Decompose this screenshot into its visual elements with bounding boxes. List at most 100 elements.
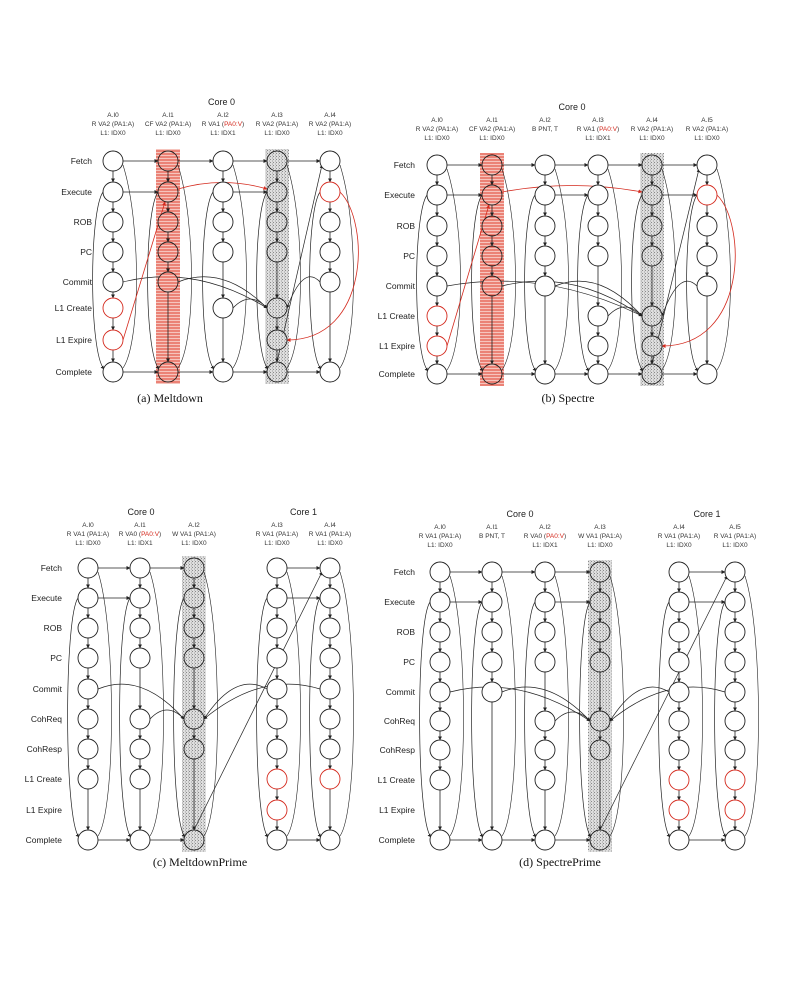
edge-dependency bbox=[658, 601, 671, 838]
event-node bbox=[319, 271, 341, 293]
event-node-highlighted bbox=[102, 329, 124, 351]
edge-cache-dependency bbox=[501, 280, 643, 317]
instruction-id: A.I1 bbox=[486, 524, 498, 531]
event-node bbox=[157, 181, 179, 203]
instruction-text: R VA1 (PA1:A) bbox=[309, 531, 351, 538]
event-node bbox=[668, 591, 690, 613]
event-node bbox=[724, 681, 746, 703]
event-node bbox=[534, 829, 556, 851]
edge-dependency bbox=[256, 191, 269, 370]
edge-dependency bbox=[686, 194, 699, 372]
event-node bbox=[77, 829, 99, 851]
event-node bbox=[212, 241, 234, 263]
edge-cache-dependency bbox=[501, 686, 591, 722]
instruction-text: CF VA2 (PA1:A) bbox=[145, 121, 191, 128]
event-node bbox=[426, 184, 448, 206]
event-node bbox=[696, 245, 718, 267]
event-node bbox=[587, 363, 609, 385]
instruction-id: A.I1 bbox=[486, 117, 498, 124]
instruction-text: W VA1 (PA1:A) bbox=[578, 533, 622, 540]
event-node bbox=[183, 708, 205, 730]
event-node bbox=[319, 241, 341, 263]
event-node-highlighted bbox=[724, 799, 746, 821]
instruction-id: A.I5 bbox=[729, 524, 741, 531]
instruction-text: R VA1 (PA1:A) bbox=[419, 533, 461, 540]
event-node-highlighted bbox=[724, 769, 746, 791]
edge-dependency bbox=[744, 575, 759, 837]
instruction-id: A.I2 bbox=[188, 522, 200, 529]
l1-index: L1: IDX0 bbox=[264, 130, 290, 137]
edge-dependency bbox=[471, 601, 484, 838]
event-node bbox=[587, 154, 609, 176]
instruction-id: A.I3 bbox=[592, 117, 604, 124]
instruction-text: W VA1 (PA1:A) bbox=[172, 531, 216, 538]
event-node bbox=[534, 621, 556, 643]
event-node bbox=[129, 768, 151, 790]
event-node bbox=[319, 557, 341, 579]
event-node bbox=[481, 681, 503, 703]
event-node bbox=[157, 271, 179, 293]
event-node bbox=[319, 587, 341, 609]
l1-index: L1: IDX0 bbox=[479, 135, 505, 142]
edge-dependency bbox=[286, 571, 301, 837]
row-label: Fetch bbox=[394, 160, 416, 170]
instruction-id: A.I3 bbox=[594, 524, 606, 531]
event-node bbox=[641, 305, 663, 327]
instruction-text-post: ) bbox=[617, 126, 619, 133]
event-node bbox=[77, 617, 99, 639]
event-node bbox=[481, 651, 503, 673]
event-node bbox=[319, 647, 341, 669]
event-node bbox=[481, 561, 503, 583]
instruction-id: A.I2 bbox=[217, 112, 229, 119]
event-node bbox=[481, 245, 503, 267]
row-label: Execute bbox=[384, 190, 415, 200]
edge-dependency bbox=[309, 191, 322, 370]
event-node bbox=[212, 150, 234, 172]
row-label: ROB bbox=[74, 217, 93, 227]
row-label: Commit bbox=[63, 277, 93, 287]
instruction-text: R VA0 (PA0:V) bbox=[524, 533, 566, 540]
edge-dependency bbox=[471, 194, 484, 372]
event-node bbox=[129, 738, 151, 760]
instruction-text-highlight: PA0:V bbox=[546, 533, 565, 540]
event-node bbox=[102, 241, 124, 263]
core-label: Core 0 bbox=[208, 97, 235, 107]
event-node bbox=[77, 708, 99, 730]
event-node-highlighted bbox=[426, 335, 448, 357]
edge-cache-dependency bbox=[607, 306, 643, 317]
event-node bbox=[157, 361, 179, 383]
edge-dependency bbox=[716, 168, 731, 371]
edge-speculative bbox=[286, 191, 359, 342]
edge-dependency bbox=[524, 601, 537, 838]
event-node bbox=[183, 647, 205, 669]
event-node-highlighted bbox=[319, 181, 341, 203]
edge-dependency bbox=[286, 164, 301, 369]
event-node bbox=[534, 245, 556, 267]
l1-index: L1: IDX0 bbox=[427, 542, 453, 549]
edge-dependency bbox=[554, 575, 569, 837]
edge-cache-dependency bbox=[177, 276, 268, 309]
event-node bbox=[724, 591, 746, 613]
event-node-highlighted bbox=[266, 799, 288, 821]
event-node bbox=[534, 739, 556, 761]
edge-dependency bbox=[173, 597, 186, 838]
event-node bbox=[589, 621, 611, 643]
event-node-highlighted bbox=[668, 799, 690, 821]
edge-dependency bbox=[97, 571, 112, 837]
row-label: CohReq bbox=[31, 714, 62, 724]
event-node bbox=[157, 150, 179, 172]
event-node bbox=[724, 651, 746, 673]
event-node bbox=[481, 829, 503, 851]
event-node bbox=[429, 621, 451, 643]
event-node bbox=[696, 363, 718, 385]
edge-dependency bbox=[554, 168, 569, 371]
event-node bbox=[696, 275, 718, 297]
event-node bbox=[429, 829, 451, 851]
instruction-text-pre: R VA0 ( bbox=[119, 531, 142, 538]
row-label: Complete bbox=[379, 369, 416, 379]
instruction-text: B PNT, T bbox=[532, 126, 558, 133]
instruction-text: R VA2 (PA1:A) bbox=[256, 121, 298, 128]
row-label: ROB bbox=[397, 221, 416, 231]
